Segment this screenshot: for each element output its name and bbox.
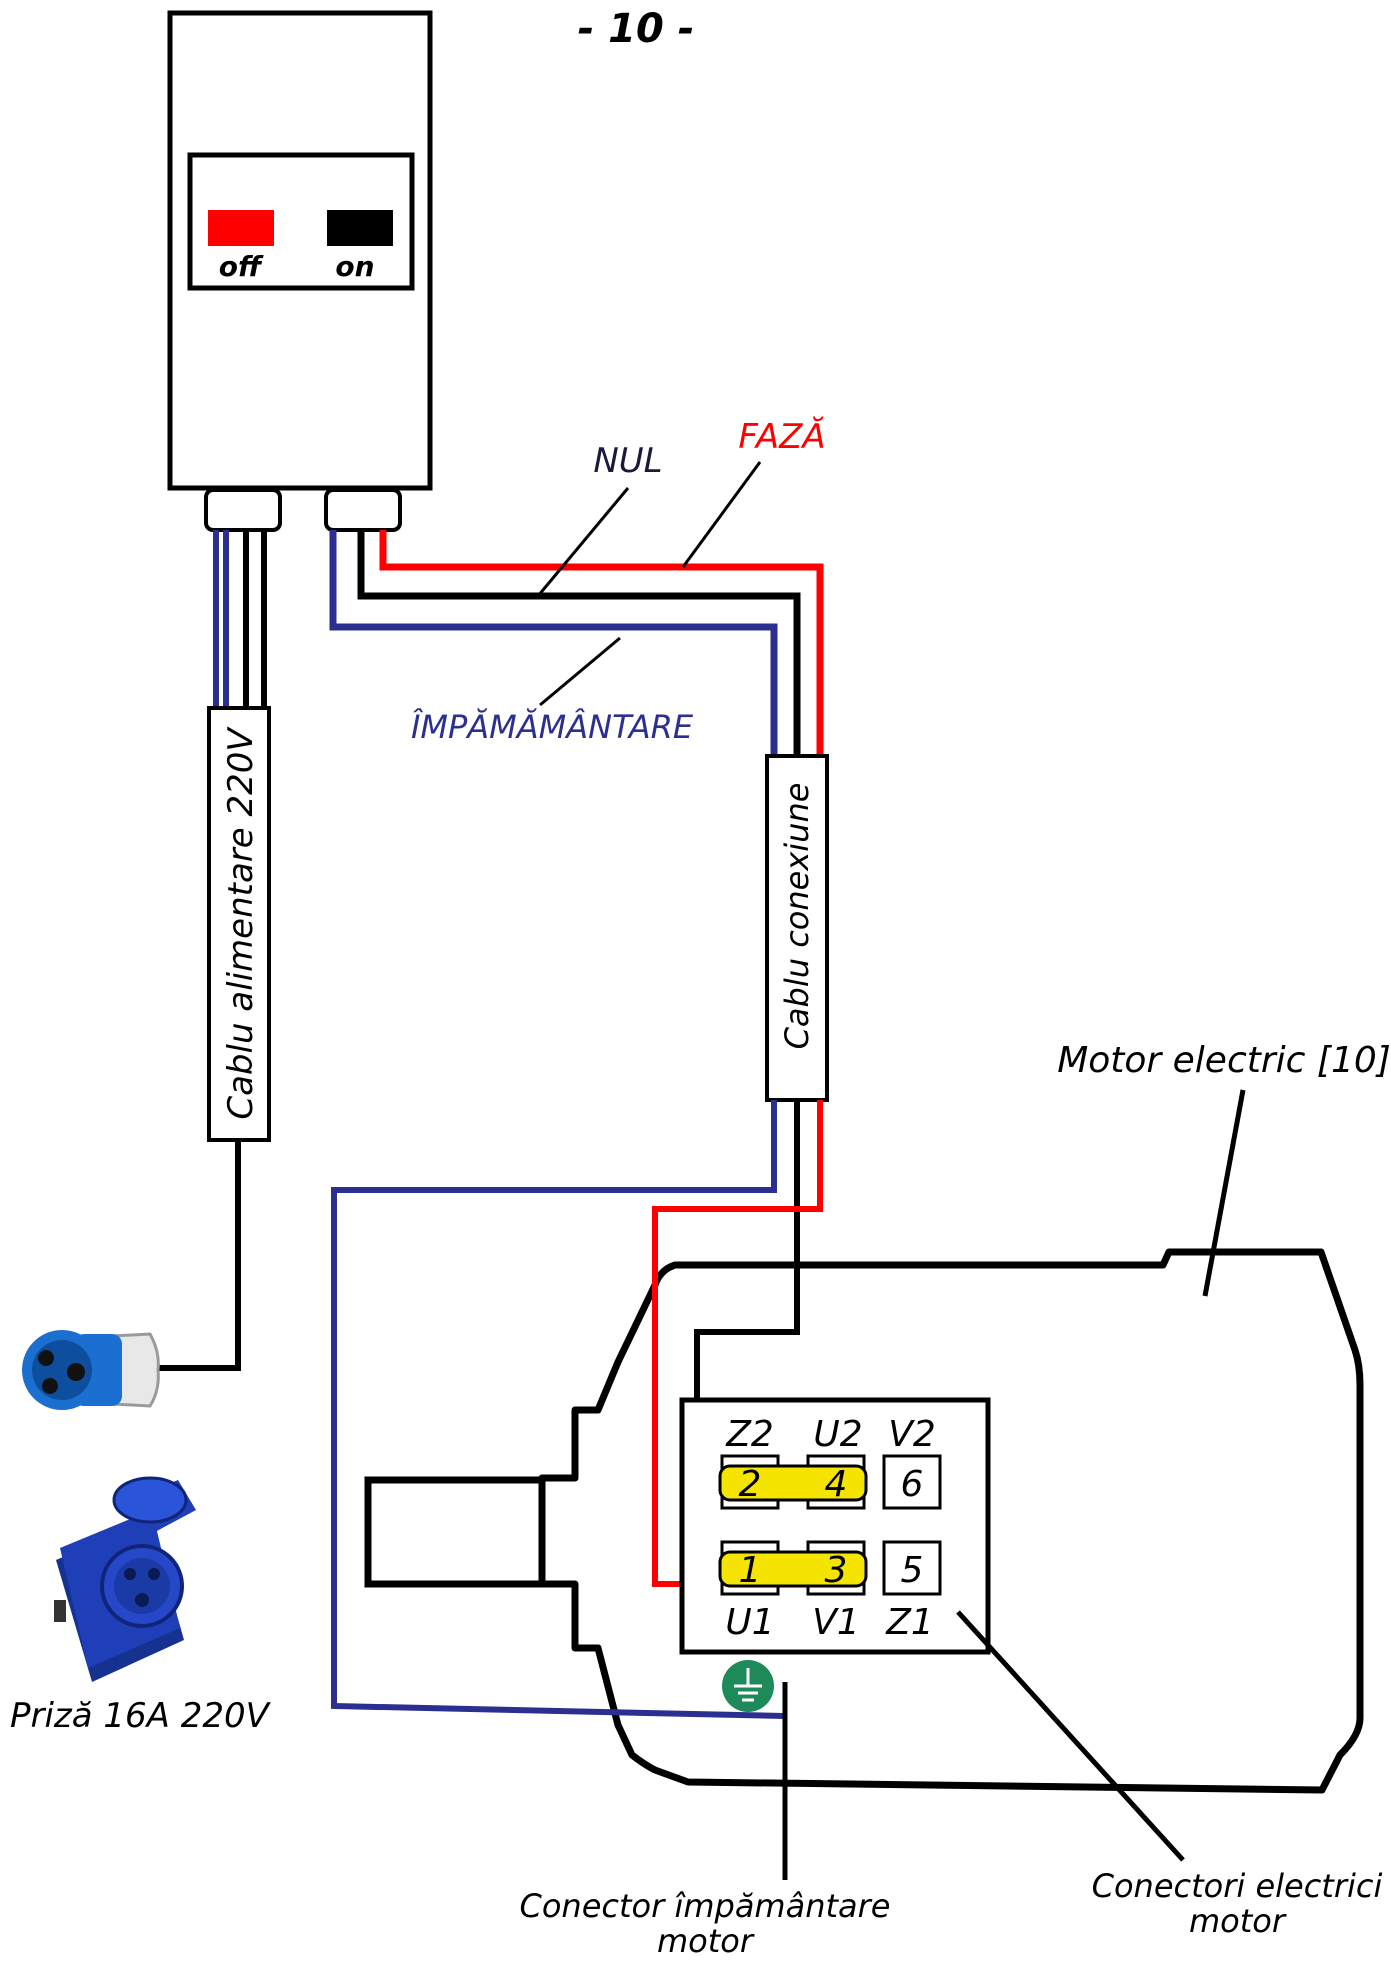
off-button[interactable] — [208, 210, 274, 246]
power-cable-label: Cablu alimentare 220V — [221, 726, 261, 1120]
terminal-label-u2: U2 — [813, 1414, 862, 1455]
impamantare-callout-line — [539, 636, 621, 707]
nul-callout-line — [536, 487, 630, 597]
faza-label: FAZĂ — [738, 416, 825, 457]
right-cable-gland — [324, 488, 402, 532]
connection-cable-label: Cablu conexiune — [778, 783, 816, 1050]
bridge-2-4 — [718, 1464, 868, 1502]
impamantare-wire — [329, 530, 778, 758]
ground-connector-label-line1: Conector împământare — [520, 1887, 891, 1925]
power-cable-to-plug — [158, 1140, 241, 1371]
on-button[interactable] — [327, 210, 393, 246]
on-label: on — [335, 250, 374, 283]
socket-hole-3 — [135, 1593, 149, 1607]
terminal-number-1: 1 — [739, 1550, 762, 1591]
electric-connectors-callout-line — [956, 1610, 1185, 1862]
terminal-board: Z2 U2 V2 2 4 6 1 3 5 U1 V1 Z1 — [679, 1397, 991, 1655]
power-cable-sleeve — [207, 706, 271, 1142]
ground-connector-label-line2: motor — [657, 1922, 755, 1960]
terminal-number-2: 2 — [739, 1464, 762, 1505]
plug-pin-2 — [42, 1378, 58, 1394]
electric-connectors-label-line1: Conectori electrici — [1092, 1867, 1383, 1905]
socket-icon — [54, 1476, 196, 1682]
ground-icon — [722, 1660, 774, 1712]
faza-wire-to-terminal-1 — [652, 1100, 823, 1587]
plug-pin-3 — [67, 1363, 85, 1381]
socket-lid-cover — [112, 1476, 188, 1524]
plug-collar — [110, 1332, 160, 1408]
terminal-board-box — [679, 1397, 991, 1655]
impamantare-label: ÎMPĂMĂMÂNTARE — [411, 708, 694, 746]
terminal-5 — [882, 1540, 942, 1596]
terminal-label-v1: V1 — [812, 1602, 860, 1643]
bridge-1-3 — [718, 1550, 868, 1588]
terminal-label-z1: Z1 — [885, 1602, 934, 1643]
plug-pin-1 — [38, 1350, 54, 1366]
nul-wire — [357, 530, 801, 758]
motor-shaft — [364, 1476, 542, 1588]
terminal-number-5: 5 — [901, 1550, 924, 1591]
socket-screw — [54, 1600, 66, 1622]
terminal-label-v2: V2 — [888, 1414, 936, 1455]
page-number: - 10 - — [578, 6, 695, 52]
nul-label: NUL — [593, 441, 662, 481]
plug-icon — [22, 1330, 160, 1410]
socket-hole-2 — [148, 1568, 160, 1580]
connection-cable: Cablu conexiune — [765, 754, 829, 1102]
left-cable-gland — [204, 488, 282, 532]
electric-connectors-label-line2: motor — [1189, 1902, 1287, 1940]
terminal-6 — [882, 1454, 942, 1510]
terminal-label-z2: Z2 — [725, 1414, 774, 1455]
motor-title: Motor electric [10] — [1057, 1040, 1391, 1081]
motor-title-callout-line — [1202, 1089, 1246, 1297]
terminal-number-6: 6 — [901, 1464, 924, 1505]
off-label: off — [219, 250, 264, 283]
faza-wire — [379, 530, 824, 758]
terminal-number-4: 4 — [825, 1464, 848, 1505]
socket-label: Priză 16A 220V — [10, 1696, 272, 1736]
faza-callout-line — [681, 461, 762, 568]
switch-to-cable-wires — [329, 530, 824, 758]
switch-box: off on — [167, 10, 433, 532]
terminal-number-3: 3 — [825, 1550, 848, 1591]
power-cable: Cablu alimentare 220V — [158, 530, 271, 1371]
terminal-label-u1: U1 — [725, 1602, 774, 1643]
socket-hole-1 — [124, 1568, 136, 1580]
ground-wire-to-motor — [331, 1100, 785, 1719]
